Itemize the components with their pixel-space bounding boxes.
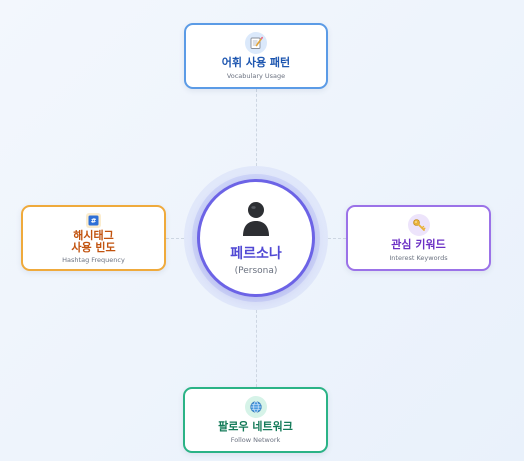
key-icon <box>407 214 430 236</box>
node-title: 어휘 사용 패턴 <box>221 56 291 69</box>
persona-center-node[interactable]: 페르소나 (Persona) <box>197 179 315 297</box>
node-subtitle: Follow Network <box>230 436 281 444</box>
memo-icon <box>245 32 267 54</box>
hashtag-icon: # <box>86 212 101 228</box>
svg-text:#: # <box>91 217 97 225</box>
node-subtitle: Hashtag Frequency <box>62 255 125 264</box>
follow-network-card[interactable]: 팔로우 네트워크 Follow Network <box>183 387 328 453</box>
node-subtitle: Vocabulary Usage <box>226 72 286 80</box>
node-title: 관심 키워드 <box>391 238 446 251</box>
persona-title: 페르소나 <box>230 245 282 262</box>
vocabulary-usage-card[interactable]: 어휘 사용 패턴 Vocabulary Usage <box>184 23 328 89</box>
node-title: 팔로우 네트워크 <box>218 420 293 433</box>
connector-right <box>328 238 346 239</box>
node-title-line-2: 사용 빈도 <box>71 240 116 254</box>
connector-left <box>166 238 184 239</box>
person-icon <box>239 199 273 241</box>
hashtag-frequency-card[interactable]: # 해시태그 사용 빈도 Hashtag Frequency <box>21 205 166 271</box>
connector-bottom <box>256 310 257 387</box>
persona-subtitle: (Persona) <box>234 265 278 276</box>
globe-icon <box>244 396 267 418</box>
connector-top <box>256 89 257 166</box>
node-title-line-1: 해시태그 <box>73 228 114 242</box>
node-subtitle: Interest Keywords <box>389 254 448 262</box>
interest-keywords-card[interactable]: 관심 키워드 Interest Keywords <box>346 205 491 271</box>
